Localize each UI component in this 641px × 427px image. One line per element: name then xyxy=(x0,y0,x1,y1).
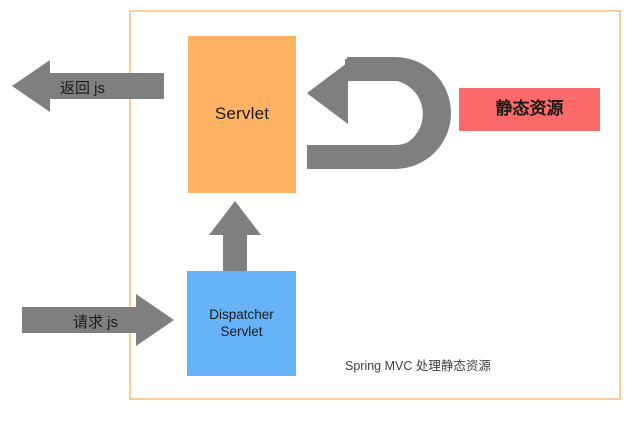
dispatcher-servlet-label-line2: Servlet xyxy=(220,323,263,339)
static-resource-node-label: 静态资源 xyxy=(495,99,564,119)
servlet-node-label: Servlet xyxy=(214,104,270,124)
static-resource-node[interactable]: 静态资源 xyxy=(459,88,600,131)
return-js-arrow-label: 返回 js xyxy=(60,80,106,97)
dispatcher-to-servlet-arrow-icon xyxy=(209,201,261,272)
request-js-arrow-icon xyxy=(22,294,174,346)
servlet-node[interactable]: Servlet xyxy=(188,36,296,193)
spring-mvc-boundary-frame xyxy=(129,10,621,400)
static-resource-uturn-arrow-icon xyxy=(307,57,451,169)
request-js-arrow-label: 请求 js xyxy=(73,314,119,331)
dispatcher-servlet-node-label: Dispatcher Servlet xyxy=(209,307,274,339)
return-js-arrow-icon xyxy=(12,60,164,112)
dispatcher-servlet-node[interactable]: Dispatcher Servlet xyxy=(187,271,296,376)
diagram-caption: Spring MVC 处理静态资源 xyxy=(345,359,491,373)
dispatcher-servlet-label-line1: Dispatcher xyxy=(209,307,274,323)
